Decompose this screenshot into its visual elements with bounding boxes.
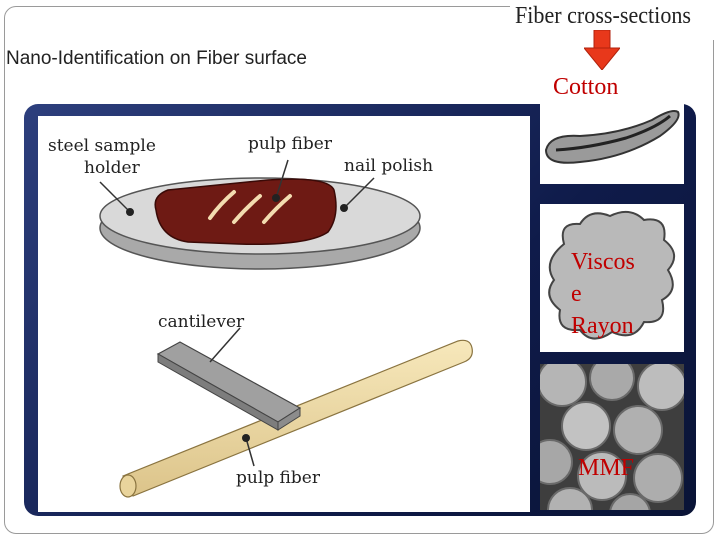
- pulp-fiber-end: [119, 474, 137, 498]
- mmf-cross-section: MMF: [540, 364, 684, 510]
- pulp-fiber-long: [122, 339, 473, 497]
- pointer-line: [99, 181, 131, 213]
- down-arrow-icon: [584, 30, 620, 70]
- pointer-line: [343, 177, 375, 209]
- viscose-rayon-cross-section-image: [548, 210, 675, 340]
- pointer-dot: [340, 204, 348, 212]
- viscose-rayon-cross-section: Viscos e Rayon: [540, 204, 684, 352]
- pointer-dot: [272, 194, 280, 202]
- cantilever-tip-face: [277, 407, 301, 431]
- pulp-fiber-strand: [208, 190, 236, 220]
- label-nail-polish: nail polish: [344, 156, 434, 176]
- viscose-label-line-3: Rayon: [571, 313, 634, 339]
- viscose-label-line-2: e: [571, 281, 582, 307]
- mmf-label: MMF: [578, 455, 635, 481]
- label-cantilever: cantilever: [158, 312, 245, 332]
- label-holder: holder: [84, 158, 140, 178]
- slide-frame: [4, 6, 714, 534]
- afm-setup-illustration: [99, 159, 473, 498]
- pointer-line: [209, 327, 241, 363]
- pointer-line: [245, 437, 255, 467]
- cotton-label: Cotton: [553, 74, 619, 100]
- pulp-fiber-strand: [232, 194, 262, 224]
- cross-sections-header-background: [510, 0, 720, 40]
- pointer-dot: [126, 208, 134, 216]
- label-pulp-fiber-bottom: pulp fiber: [236, 468, 320, 488]
- pulp-fiber-strand: [262, 194, 292, 224]
- pointer-line: [275, 159, 289, 199]
- slide-title: Nano-Identification on Fiber surface: [6, 48, 307, 69]
- label-steel-sample: steel sample: [48, 136, 156, 156]
- label-pulp-fiber-top: pulp fiber: [248, 134, 332, 154]
- cotton-cross-section: [540, 104, 684, 184]
- cotton-cross-section-image: [544, 110, 680, 164]
- afm-setup-diagram: steel sample holder pulp fiber nail poli…: [38, 116, 530, 512]
- viscose-label-line-1: Viscos: [571, 249, 635, 275]
- cross-sections-header: Fiber cross-sections: [515, 3, 691, 29]
- pointer-dot: [242, 434, 250, 442]
- cantilever-beam: [156, 341, 302, 423]
- mmf-sem-image: [540, 364, 684, 510]
